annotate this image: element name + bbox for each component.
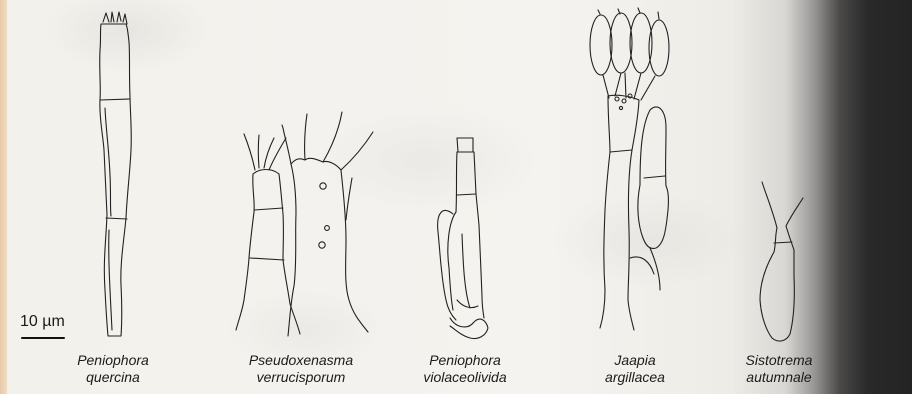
caption-species: verrucisporum (231, 369, 371, 386)
caption-species: violaceolivida (400, 369, 530, 386)
caption-pseudoxenasma-verrucisporum: Pseudoxenasma verrucisporum (231, 352, 371, 386)
caption-species: argillacea (580, 369, 690, 386)
caption-peniophora-violaceolivida: Peniophora violaceolivida (400, 352, 530, 386)
drawing-pseudoxenasma-right (282, 112, 373, 336)
caption-genus: Jaapia (580, 352, 690, 369)
drawing-peniophora-quercina (100, 12, 132, 336)
caption-species: autumnale (724, 369, 834, 386)
caption-genus: Sistotrema (724, 352, 834, 369)
drawing-sistotrema-autumnale (760, 182, 803, 341)
caption-jaapia-argillacea: Jaapia argillacea (580, 352, 690, 386)
caption-genus: Peniophora (58, 352, 168, 369)
caption-genus: Pseudoxenasma (231, 352, 371, 369)
caption-genus: Peniophora (400, 352, 530, 369)
caption-peniophora-quercina: Peniophora quercina (58, 352, 168, 386)
drawing-jaapia-argillacea (590, 8, 669, 330)
caption-species: quercina (58, 369, 168, 386)
scale-bar-label: 10 µm (20, 313, 65, 331)
caption-sistotrema-autumnale: Sistotrema autumnale (724, 352, 834, 386)
drawing-peniophora-violaceolivida (438, 138, 488, 339)
drawing-pseudoxenasma-left (236, 134, 300, 334)
